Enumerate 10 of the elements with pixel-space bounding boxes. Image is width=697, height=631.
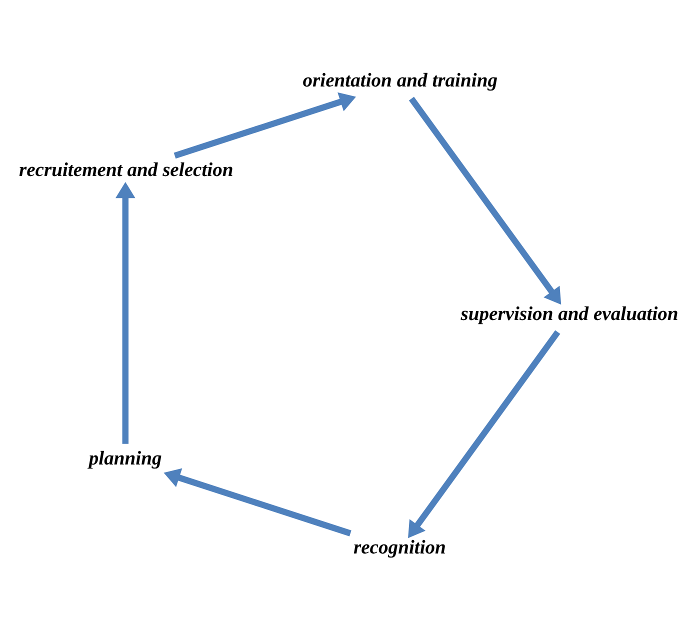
arrow: [115, 181, 136, 444]
node-text: orientation and training: [302, 70, 498, 92]
arrow: [174, 92, 356, 158]
node-text: recruitement and selection: [19, 159, 234, 180]
node-text: supervision and evaluation: [460, 304, 678, 325]
arrow: [164, 468, 352, 536]
node-text: planning: [88, 448, 162, 469]
arrow: [408, 330, 560, 538]
node-text: recognition: [353, 537, 446, 558]
arrow: [408, 96, 562, 304]
